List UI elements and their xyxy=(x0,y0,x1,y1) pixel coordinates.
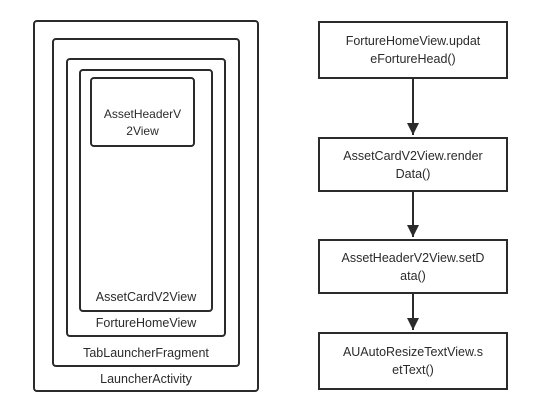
asset-card-v2-view-label: AssetCardV2View xyxy=(95,290,197,304)
flow-step-set-data: AssetHeaderV2View.setD ata() xyxy=(318,239,508,294)
flow-step-update-forture-head: FortureHomeView.updat eFortureHead() xyxy=(318,21,508,79)
fortune-home-view-label: FortureHomeView xyxy=(95,316,197,330)
flow-step-3-text: AssetHeaderV2View.setD ata() xyxy=(341,250,485,283)
launcher-activity-label: LauncherActivity xyxy=(100,372,192,386)
flow-step-render-data: AssetCardV2View.render Data() xyxy=(318,137,508,192)
flow-step-set-text: AUAutoResizeTextView.s etText() xyxy=(318,332,508,390)
asset-header-v2-view-label: AssetHeaderV 2View xyxy=(103,107,182,138)
flow-step-1-text: FortureHomeView.updat eFortureHead() xyxy=(345,34,481,66)
tab-launcher-fragment-label: TabLauncherFragment xyxy=(83,346,209,360)
asset-header-v2-view-box: AssetHeaderV 2View xyxy=(90,77,195,147)
flow-step-4-text: AUAutoResizeTextView.s etText() xyxy=(342,345,484,377)
flow-step-2-text: AssetCardV2View.render Data() xyxy=(343,148,483,181)
